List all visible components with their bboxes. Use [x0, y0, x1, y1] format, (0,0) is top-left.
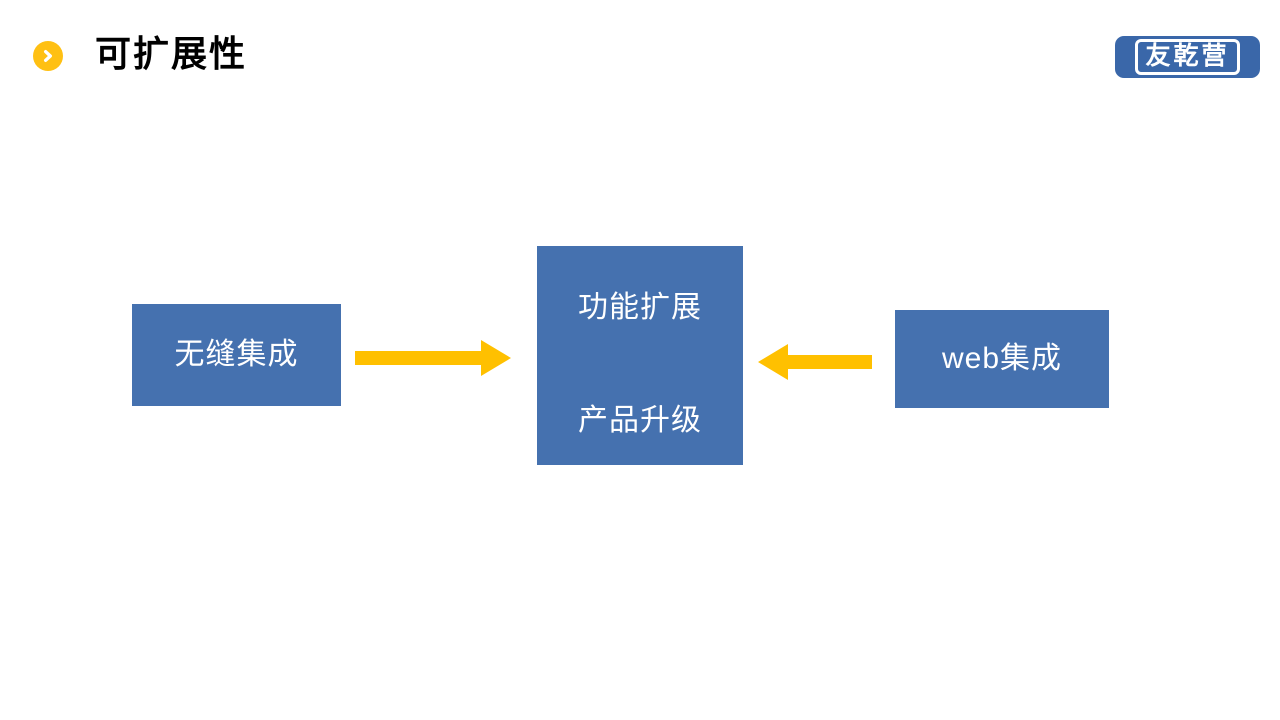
- diagram-box-center: 功能扩展 产品升级: [537, 246, 743, 465]
- diagram-box-web-integration: web集成: [895, 310, 1109, 408]
- box-label-function-expansion: 功能扩展: [578, 291, 702, 324]
- logo-text: 友乾营: [1145, 41, 1230, 70]
- box-label: 无缝集成: [174, 338, 299, 371]
- chevron-right-icon: [44, 50, 52, 62]
- logo-frame: 友乾营: [1135, 39, 1240, 75]
- brand-logo: 友乾营: [1115, 36, 1260, 78]
- page-title: 可扩展性: [95, 33, 248, 74]
- title-bullet-badge: [33, 41, 63, 71]
- box-label: web集成: [941, 342, 1063, 375]
- arrow-right-icon: [355, 340, 511, 376]
- arrow-left-icon: [758, 344, 872, 380]
- box-label-product-upgrade: 产品升级: [578, 404, 702, 437]
- diagram-box-seamless-integration: 无缝集成: [132, 304, 341, 406]
